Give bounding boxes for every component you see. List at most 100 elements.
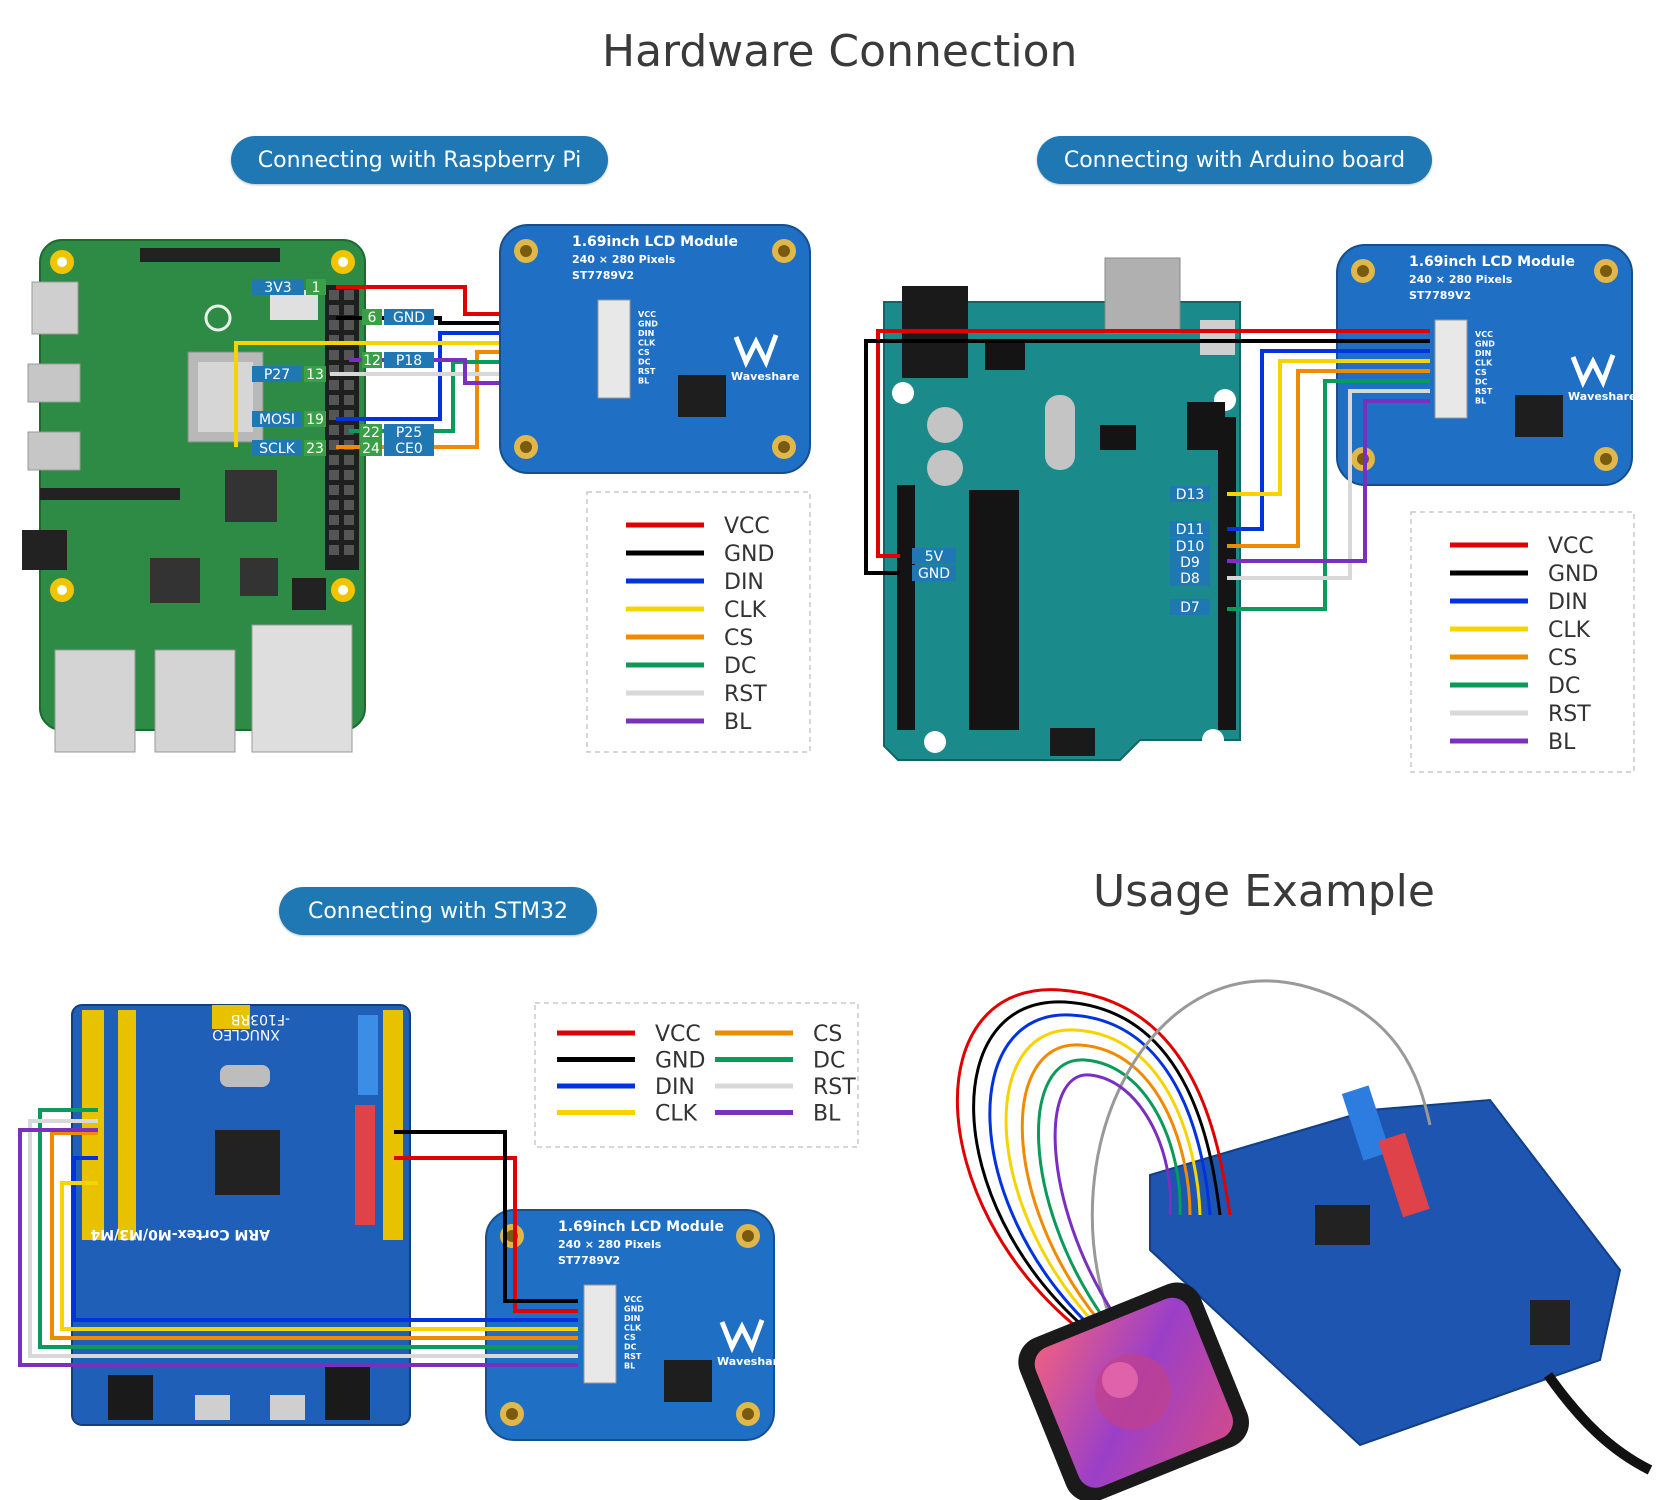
- mounting-hole-center: [520, 245, 532, 257]
- legend-label: VCC: [655, 1022, 701, 1047]
- arduino-gnd: GND: [918, 566, 950, 582]
- lcd-brand: Waveshare: [717, 1355, 785, 1368]
- lcd-pin-label: DIN: [624, 1314, 640, 1323]
- mounting-hole-center: [778, 441, 790, 453]
- mounting-hole-center: [506, 1408, 518, 1420]
- usage-example-photo: [956, 979, 1653, 1500]
- stm32-section-pill: Connecting with STM32: [279, 887, 597, 935]
- arduino-d7: D7: [1180, 600, 1200, 616]
- arduino-board: [883, 257, 1241, 761]
- usage-example-title: Usage Example: [1093, 866, 1435, 917]
- lcd-module-stm32: 1.69inch LCD Module 240 × 280 PixelsST778…: [485, 1209, 785, 1441]
- legend-label: DC: [1548, 674, 1580, 699]
- rpi-gnd-name: GND: [393, 310, 425, 326]
- rpi-rst-pin: 13: [306, 367, 324, 383]
- lcd-pin-label: CLK: [1475, 359, 1493, 368]
- legend-box: [534, 1002, 859, 1148]
- rpi-clk-name: SCLK: [259, 441, 295, 457]
- rpi-din-name: MOSI: [259, 412, 295, 428]
- legend-label: CLK: [655, 1102, 698, 1127]
- lcd-title: 1.69inch LCD Module: [1409, 254, 1575, 270]
- legend-label: DIN: [655, 1075, 695, 1100]
- rpi-bl-name: P18: [396, 353, 422, 369]
- mounting-hole-center: [1357, 265, 1369, 277]
- arduino-pin-labels: D13 D11 D10 D9 D8 D7 5V GND: [912, 486, 1210, 616]
- legend-label: CS: [813, 1022, 842, 1047]
- legend-label: DC: [813, 1049, 845, 1074]
- legend-label: DIN: [724, 570, 764, 595]
- stm32-variant: -F103RB: [231, 1011, 290, 1027]
- lcd-pin-label: CS: [638, 348, 650, 357]
- lcd-pin-label: RST: [624, 1352, 642, 1361]
- lcd-driver: ST7789V2: [558, 1254, 620, 1267]
- stm32-wires: [18, 1108, 578, 1367]
- mounting-hole-center: [520, 441, 532, 453]
- legend-label: CLK: [724, 598, 767, 623]
- lcd-title: 1.69inch LCD Module: [572, 234, 738, 250]
- lcd-brand: Waveshare: [1568, 390, 1636, 403]
- lcd-pin-label: DC: [624, 1343, 637, 1352]
- rpi-cs-name: CE0: [395, 441, 423, 457]
- legend-label: CS: [724, 626, 753, 651]
- lcd-board: [499, 224, 811, 474]
- rpi-rst-name: P27: [264, 367, 290, 383]
- lcd-pin-label: VCC: [1475, 330, 1493, 339]
- lcd-chip: [678, 375, 726, 417]
- lcd-module-arduino: 1.69inch LCD Module 240 × 280 PixelsST778…: [1336, 244, 1636, 486]
- lcd-pin-label: RST: [638, 367, 656, 376]
- arduino-5v: 5V: [925, 549, 944, 565]
- lcd-pin-label: DC: [638, 358, 651, 367]
- stm32-nucleo: XNUCLEO: [212, 1026, 280, 1042]
- legend-label: GND: [655, 1049, 705, 1074]
- lcd-pin-label: DIN: [638, 329, 654, 338]
- stm32-board-name: ARM Cortex-M0/M3/M4: [90, 1226, 270, 1242]
- lcd-pin-label: DC: [1475, 378, 1488, 387]
- mounting-hole-center: [778, 245, 790, 257]
- legend-label: CLK: [1548, 618, 1591, 643]
- legend-box: [586, 491, 811, 753]
- mounting-hole-center: [742, 1230, 754, 1242]
- lcd-pixels: 240 × 280 Pixels: [1409, 273, 1513, 286]
- rpi-gnd-pin: 6: [368, 310, 377, 326]
- raspberry-pi-board: [22, 239, 366, 753]
- lcd-driver: ST7789V2: [572, 269, 634, 282]
- lcd-pin-label: BL: [624, 1362, 635, 1371]
- mounting-hole-center: [1600, 453, 1612, 465]
- lcd-driver: ST7789V2: [1409, 289, 1471, 302]
- lcd-pin-label: GND: [624, 1305, 644, 1314]
- arduino-d9: D9: [1180, 555, 1200, 571]
- gpio-header: [329, 290, 354, 555]
- legend-label: DIN: [1548, 590, 1588, 615]
- lcd-pin-label: GND: [1475, 340, 1495, 349]
- lcd-title: 1.69inch LCD Module: [558, 1219, 724, 1235]
- lcd-pixels: 240 × 280 Pixels: [558, 1238, 662, 1251]
- lcd-pin-label: CS: [1475, 368, 1487, 377]
- fpc-connector: [597, 299, 631, 399]
- rpi-din-pin: 19: [306, 412, 324, 428]
- rpi-cs-pin: 24: [362, 441, 380, 457]
- rpi-dc-pin: 22: [362, 425, 380, 441]
- rpi-vcc-pin: 1: [312, 280, 321, 296]
- legend-label: BL: [1548, 730, 1576, 755]
- lcd-pin-label: VCC: [638, 310, 656, 319]
- legend-label: DC: [724, 654, 756, 679]
- lcd-pin-label: GND: [638, 320, 658, 329]
- fpc-connector: [583, 1284, 617, 1384]
- lcd-chip: [664, 1360, 712, 1402]
- rpi-clk-pin: 23: [306, 441, 324, 457]
- lcd-chip: [1515, 395, 1563, 437]
- lcd-pin-label: VCC: [624, 1295, 642, 1304]
- lcd-pin-label: BL: [1475, 397, 1486, 406]
- fpc-connector: [1434, 319, 1468, 419]
- legend-label: VCC: [1548, 534, 1594, 559]
- legend-label: BL: [813, 1102, 841, 1127]
- legend-label: BL: [724, 710, 752, 735]
- arduino-d8: D8: [1180, 571, 1200, 587]
- arduino-d10: D10: [1176, 539, 1205, 555]
- arduino-d11: D11: [1176, 522, 1205, 538]
- page-title: Hardware Connection: [602, 26, 1078, 77]
- lcd-pin-label: CS: [624, 1333, 636, 1342]
- legend-label: VCC: [724, 514, 770, 539]
